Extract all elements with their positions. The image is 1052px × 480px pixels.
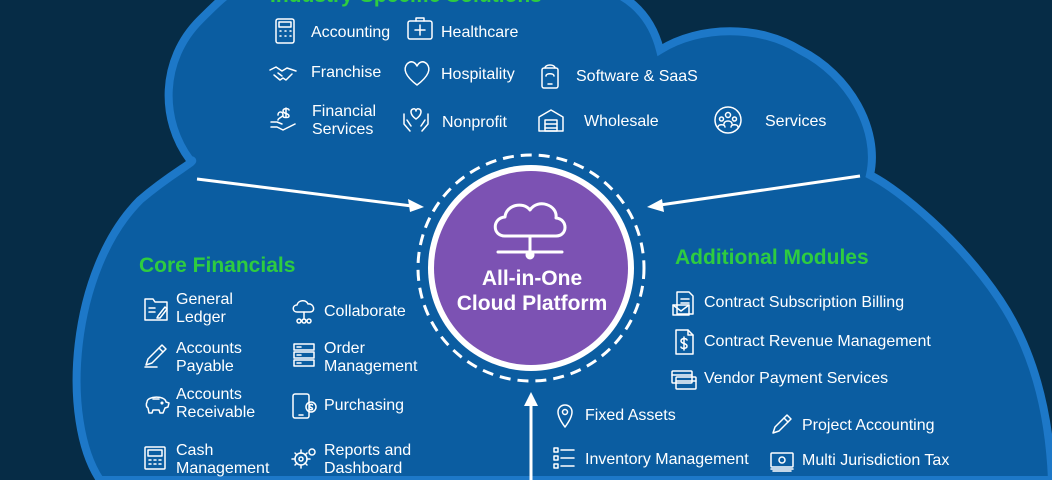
industry-financial-services: Financial Services [312, 103, 377, 138]
module-fixed-assets: Fixed Assets [585, 407, 676, 424]
cloud-network-icon [493, 202, 567, 260]
arrow-left [196, 177, 413, 208]
core-purchasing: Purchasing [324, 397, 405, 414]
cards-icon [669, 364, 699, 394]
cash-stack-icon [767, 446, 797, 476]
hands-heart-icon [401, 104, 431, 134]
core-accounts-payable: Accounts Payable [176, 340, 242, 375]
server-rack-icon [289, 340, 319, 370]
module-multi-jurisdiction-tax: Multi Jurisdiction Tax [802, 452, 950, 469]
money-hand-icon [268, 105, 298, 135]
industry-software-saas: Software & SaaS [576, 68, 698, 85]
core-cash-management: Cash Management [176, 442, 270, 477]
module-project-accounting: Project Accounting [802, 417, 935, 434]
medical-kit-icon [405, 14, 435, 44]
center-dashed-ring [416, 153, 646, 383]
people-group-icon [713, 105, 743, 135]
handshake-icon [268, 58, 298, 88]
arrow-bottom-head [524, 392, 538, 406]
warehouse-icon [536, 106, 566, 136]
industry-wholesale: Wholesale [584, 113, 659, 130]
arrow-right [659, 174, 861, 207]
piggy-bank-icon [141, 389, 171, 419]
arrow-right-head [647, 199, 664, 212]
industry-accounting: Accounting [311, 24, 391, 41]
pencil-icon [767, 408, 797, 438]
center-disc [434, 171, 628, 365]
industry-hospitality: Hospitality [441, 66, 515, 83]
industry-franchise: Franchise [311, 64, 382, 81]
dollar-document-icon [669, 327, 699, 357]
industry-nonprofit: Nonprofit [442, 114, 507, 131]
core-order-management: Order Management [324, 340, 418, 375]
ledger-icon [141, 294, 171, 324]
cloud-share-icon [289, 296, 319, 326]
connector-arrows [196, 174, 861, 480]
checklist-icon [550, 443, 580, 473]
envelope-icon [669, 288, 699, 318]
module-contract-subscription-billing: Contract Subscription Billing [704, 294, 905, 311]
arrow-left-head [408, 199, 424, 212]
core-reports-dashboard: Reports and Dashboard [324, 442, 412, 477]
additional-modules-title: Additional Modules [675, 246, 869, 269]
cash-register-icon [141, 443, 171, 473]
mobile-dollar-icon [289, 391, 319, 421]
calculator-icon [270, 16, 300, 46]
core-financials-title: Core Financials [139, 254, 296, 277]
gears-icon [289, 444, 319, 474]
location-pin-icon [550, 401, 580, 431]
industry-solutions-title: Industry-Specific Solutions [270, 0, 542, 8]
industry-healthcare: Healthcare [441, 24, 519, 41]
industry-services: Services [765, 113, 827, 130]
module-inventory-management: Inventory Management [585, 451, 749, 468]
core-accounts-receivable: Accounts Receivable [176, 386, 256, 421]
cloud-device-icon [535, 60, 565, 90]
core-general-ledger: General Ledger [176, 291, 233, 326]
heart-icon [402, 58, 432, 88]
module-contract-revenue-management: Contract Revenue Management [704, 333, 931, 350]
center-platform-label: All-in-One Cloud Platform [456, 267, 608, 315]
pen-icon [141, 340, 171, 370]
core-collaborate: Collaborate [324, 303, 406, 320]
module-vendor-payment-services: Vendor Payment Services [704, 370, 889, 387]
